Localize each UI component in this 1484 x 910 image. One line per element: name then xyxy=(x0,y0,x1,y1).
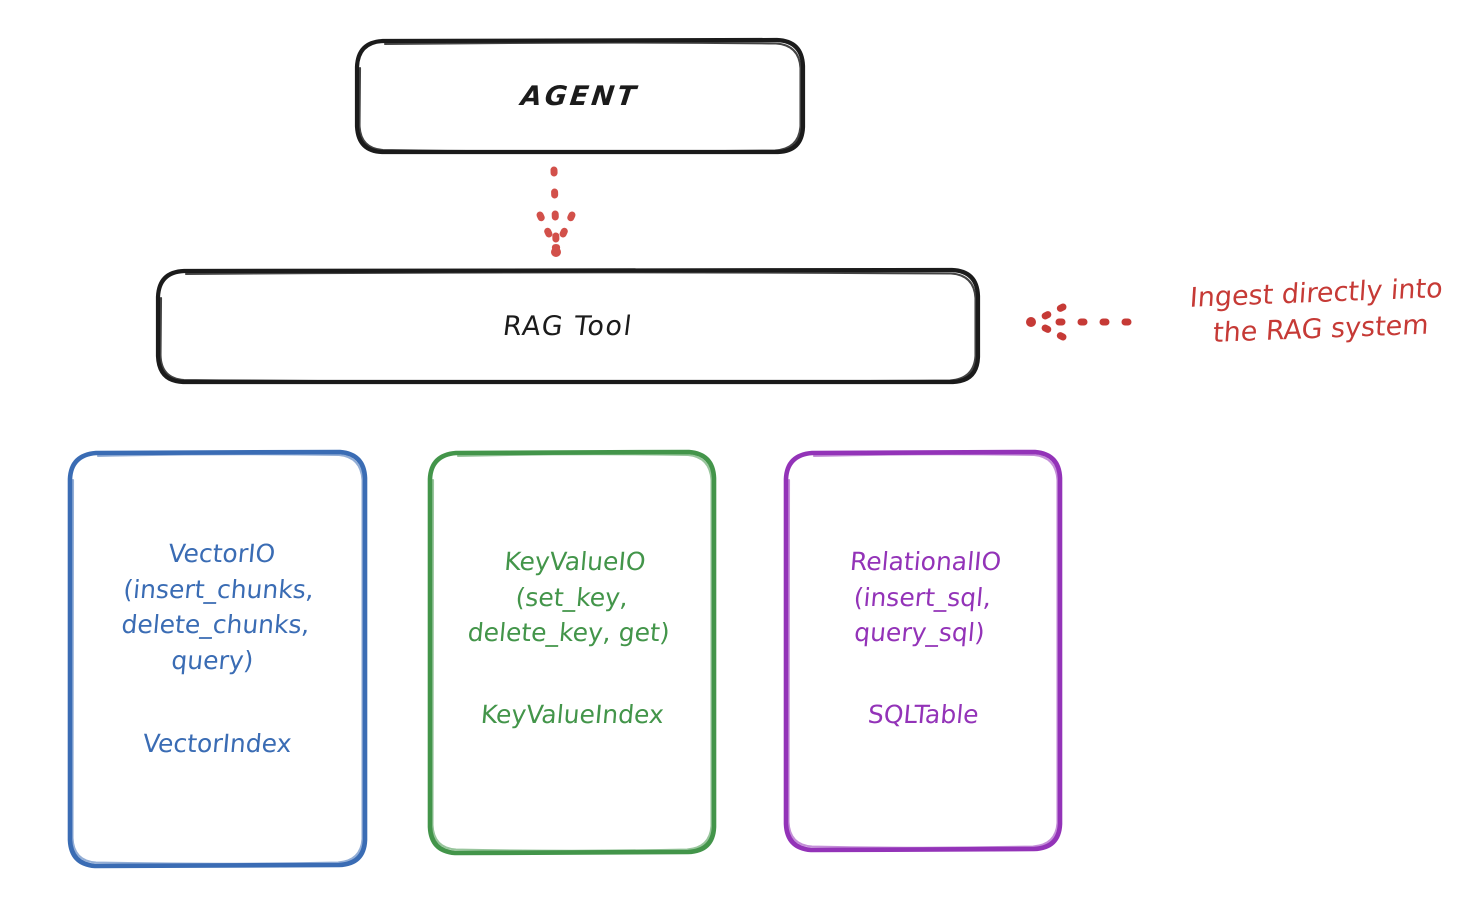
node-vector-io[interactable]: VectorIO (insert_chunks, delete_chunks, … xyxy=(70,452,365,866)
vector-io-title: VectorIO (insert_chunks, delete_chunks, … xyxy=(120,539,316,675)
vector-io-box-outline xyxy=(67,449,368,869)
node-agent[interactable]: AGENT xyxy=(357,40,803,152)
agent-to-rag-tool-arrow xyxy=(536,166,576,257)
relational-io-box-outline xyxy=(783,449,1063,853)
agent-label: AGENT xyxy=(519,80,641,112)
agent-box-outline xyxy=(354,37,806,155)
rag-tool-label: RAG Tool xyxy=(501,310,635,342)
key-value-io-subtitle: KeyValueIndex xyxy=(479,699,665,729)
node-rag-tool[interactable]: RAG Tool xyxy=(158,270,978,382)
rag-tool-box-outline xyxy=(155,267,981,385)
key-value-io-box-outline xyxy=(427,449,717,856)
relational-io-title: RelationalIO (insert_sql, query_sql) xyxy=(849,547,1003,647)
vector-io-subtitle: VectorIndex xyxy=(141,729,294,758)
node-relational-io[interactable]: RelationalIO (insert_sql, query_sql) SQL… xyxy=(786,452,1060,850)
key-value-io-title: KeyValueIO (set_key, delete_key, get) xyxy=(466,547,672,647)
ingest-arrow xyxy=(1026,303,1132,341)
relational-io-subtitle: SQLTable xyxy=(866,699,980,729)
node-key-value-io[interactable]: KeyValueIO (set_key, delete_key, get) Ke… xyxy=(430,452,714,853)
ingest-annotation: Ingest directly into the RAG system xyxy=(1148,270,1483,356)
